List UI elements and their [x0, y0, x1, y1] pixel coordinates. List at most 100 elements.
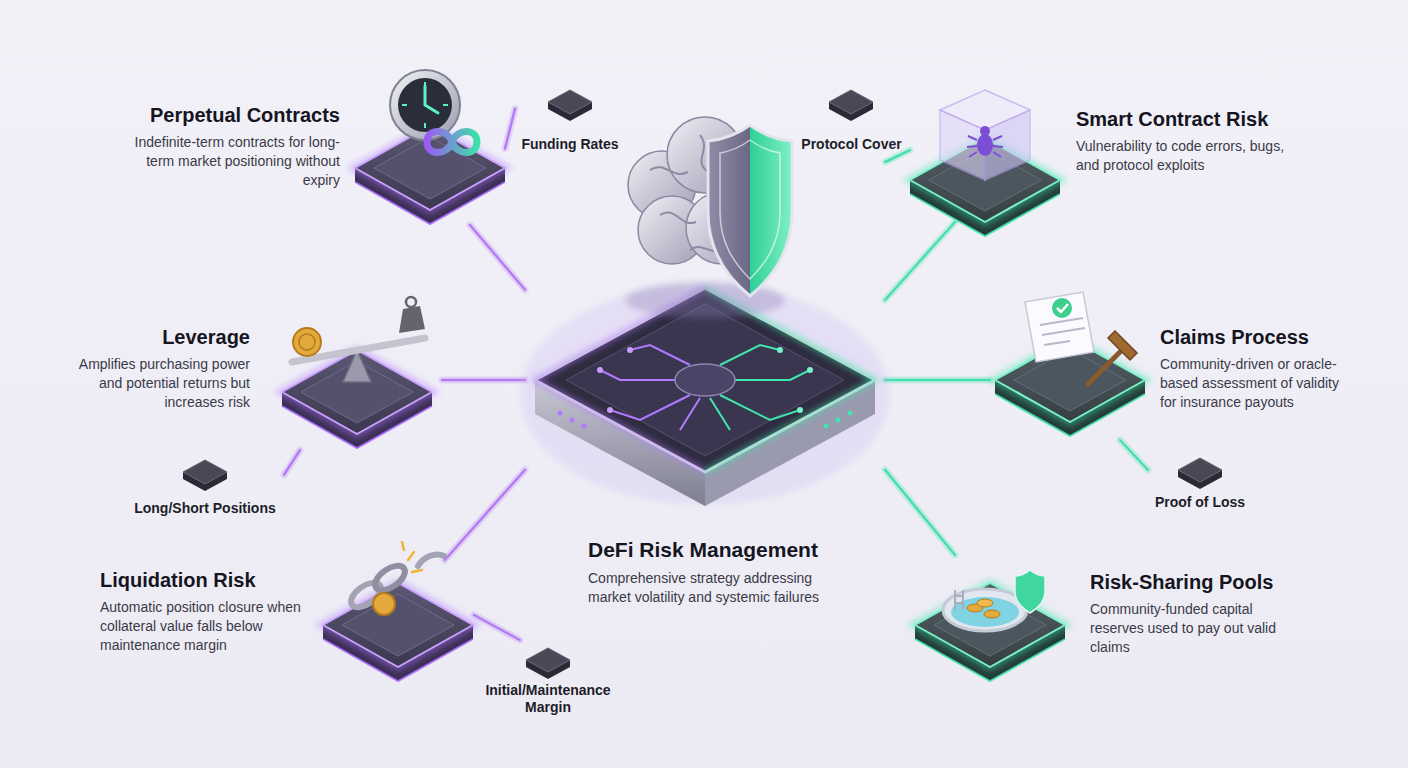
chain-icon	[402, 542, 422, 572]
lever-icon	[399, 306, 425, 333]
clock-icon	[390, 70, 477, 153]
node-heading: Risk-Sharing Pools	[1090, 570, 1305, 594]
connector-line	[284, 450, 300, 475]
shield-icon	[720, 140, 780, 279]
connector-line	[505, 109, 515, 149]
node-description: Community-driven or oracle-based assessm…	[1160, 355, 1355, 412]
sub-node: Long/Short Positions	[128, 452, 284, 528]
hub-node: DeFi Risk ManagementComprehensive strate…	[525, 175, 885, 615]
lever-icon	[406, 297, 416, 307]
connector-glow	[1120, 440, 1148, 470]
node-heading: Perpetual Contracts	[130, 103, 340, 127]
node-label: Protocol Cover	[798, 136, 905, 153]
topic-node: Risk-Sharing PoolsCommunity-funded capit…	[912, 555, 1312, 690]
connector-line	[474, 615, 520, 640]
hub-platform	[570, 418, 575, 423]
node-description: Community-funded capital reserves used t…	[1090, 600, 1305, 657]
chain-icon	[371, 561, 409, 595]
connector-glow	[505, 109, 515, 149]
hub-platform	[807, 367, 813, 373]
connector-line	[1120, 440, 1148, 470]
node-label: Proof of Loss	[1148, 494, 1252, 511]
clock-icon	[398, 78, 452, 132]
connector-line	[445, 470, 525, 560]
connector-glow	[885, 377, 990, 384]
text-group: Risk-Sharing PoolsCommunity-funded capit…	[1090, 570, 1305, 657]
node-label: Funding Rates	[515, 136, 625, 153]
small-node-block	[1178, 458, 1222, 489]
node-description: Automatic position closure when collater…	[100, 598, 325, 655]
text-group: Perpetual ContractsIndefinite-term contr…	[130, 103, 340, 190]
text-group: Protocol Cover	[798, 136, 905, 153]
node-heading: DeFi Risk Management	[588, 537, 838, 563]
connector-line	[442, 380, 525, 381]
text-group: DeFi Risk ManagementComprehensive strate…	[588, 537, 838, 607]
hub-platform	[848, 411, 853, 416]
document-icon	[1088, 352, 1120, 384]
clock-icon	[425, 86, 438, 113]
clock-icon	[427, 132, 477, 153]
pool-icon	[1015, 570, 1045, 613]
connector-glow	[442, 377, 525, 384]
document-icon	[1052, 298, 1072, 318]
node-heading: Leverage	[60, 325, 250, 349]
pool-icon	[943, 589, 1027, 631]
connector-line	[885, 470, 955, 555]
sub-node: Proof of Loss	[1148, 448, 1254, 528]
shield-icon	[708, 125, 792, 296]
hub-platform	[675, 364, 735, 396]
hub-platform	[558, 411, 563, 416]
connector-glow	[885, 470, 955, 555]
clock-icon	[390, 70, 460, 140]
sub-node: Initial/Maintenance Margin	[476, 640, 622, 725]
connector-line	[1120, 440, 1148, 470]
node-description: Vulnerability to code errors, bugs, and …	[1076, 137, 1286, 175]
connector-line	[885, 222, 955, 300]
connector-line	[885, 380, 990, 381]
node-heading: Smart Contract Risk	[1076, 107, 1286, 131]
small-node-block	[548, 90, 592, 121]
lever-icon	[299, 334, 315, 350]
topic-node: Perpetual ContractsIndefinite-term contr…	[125, 55, 505, 225]
hub-platform	[777, 347, 783, 353]
hub-platform	[607, 407, 613, 413]
topic-node: Smart Contract RiskVulnerability to code…	[910, 55, 1310, 222]
node-description: Amplifies purchasing power and potential…	[60, 355, 250, 412]
topic-node: Liquidation RiskAutomatic position closu…	[95, 560, 474, 685]
connector-glow	[474, 615, 520, 640]
document-icon	[1040, 318, 1085, 345]
hub-platform	[566, 304, 844, 456]
connector-line	[470, 225, 525, 290]
hub-platform	[836, 418, 841, 423]
pool-icon	[943, 570, 1045, 631]
platform	[323, 583, 473, 681]
cube-icon	[977, 134, 993, 156]
shield-icon	[708, 125, 792, 296]
chain-icon	[347, 542, 444, 615]
connector-line	[474, 615, 520, 640]
sub-node: Protocol Cover	[798, 80, 907, 162]
text-group: Liquidation RiskAutomatic position closu…	[100, 568, 325, 655]
connector-line	[505, 109, 515, 149]
node-heading: Claims Process	[1160, 325, 1355, 349]
hub-platform	[824, 424, 829, 429]
hub-platform	[520, 285, 890, 506]
node-description: Indefinite-term contracts for long-term …	[130, 133, 340, 190]
connector-line	[445, 470, 525, 560]
topic-node: LeverageAmplifies purchasing power and p…	[55, 305, 442, 450]
chain-icon	[418, 554, 444, 566]
pool-icon	[984, 610, 1000, 618]
small-node-block	[526, 648, 570, 679]
pool-icon	[955, 590, 963, 610]
text-group: Claims ProcessCommunity-driven or oracle…	[1160, 325, 1355, 412]
text-group: Smart Contract RiskVulnerability to code…	[1076, 107, 1286, 175]
connector-glow	[885, 222, 955, 300]
cube-icon	[980, 126, 990, 136]
node-label: Long/Short Positions	[128, 500, 282, 517]
connector-line	[885, 379, 990, 382]
text-group: Initial/Maintenance Margin	[476, 682, 620, 716]
node-label: Initial/Maintenance Margin	[476, 682, 620, 716]
connector-glow	[470, 225, 525, 290]
connector-glow	[445, 470, 525, 560]
